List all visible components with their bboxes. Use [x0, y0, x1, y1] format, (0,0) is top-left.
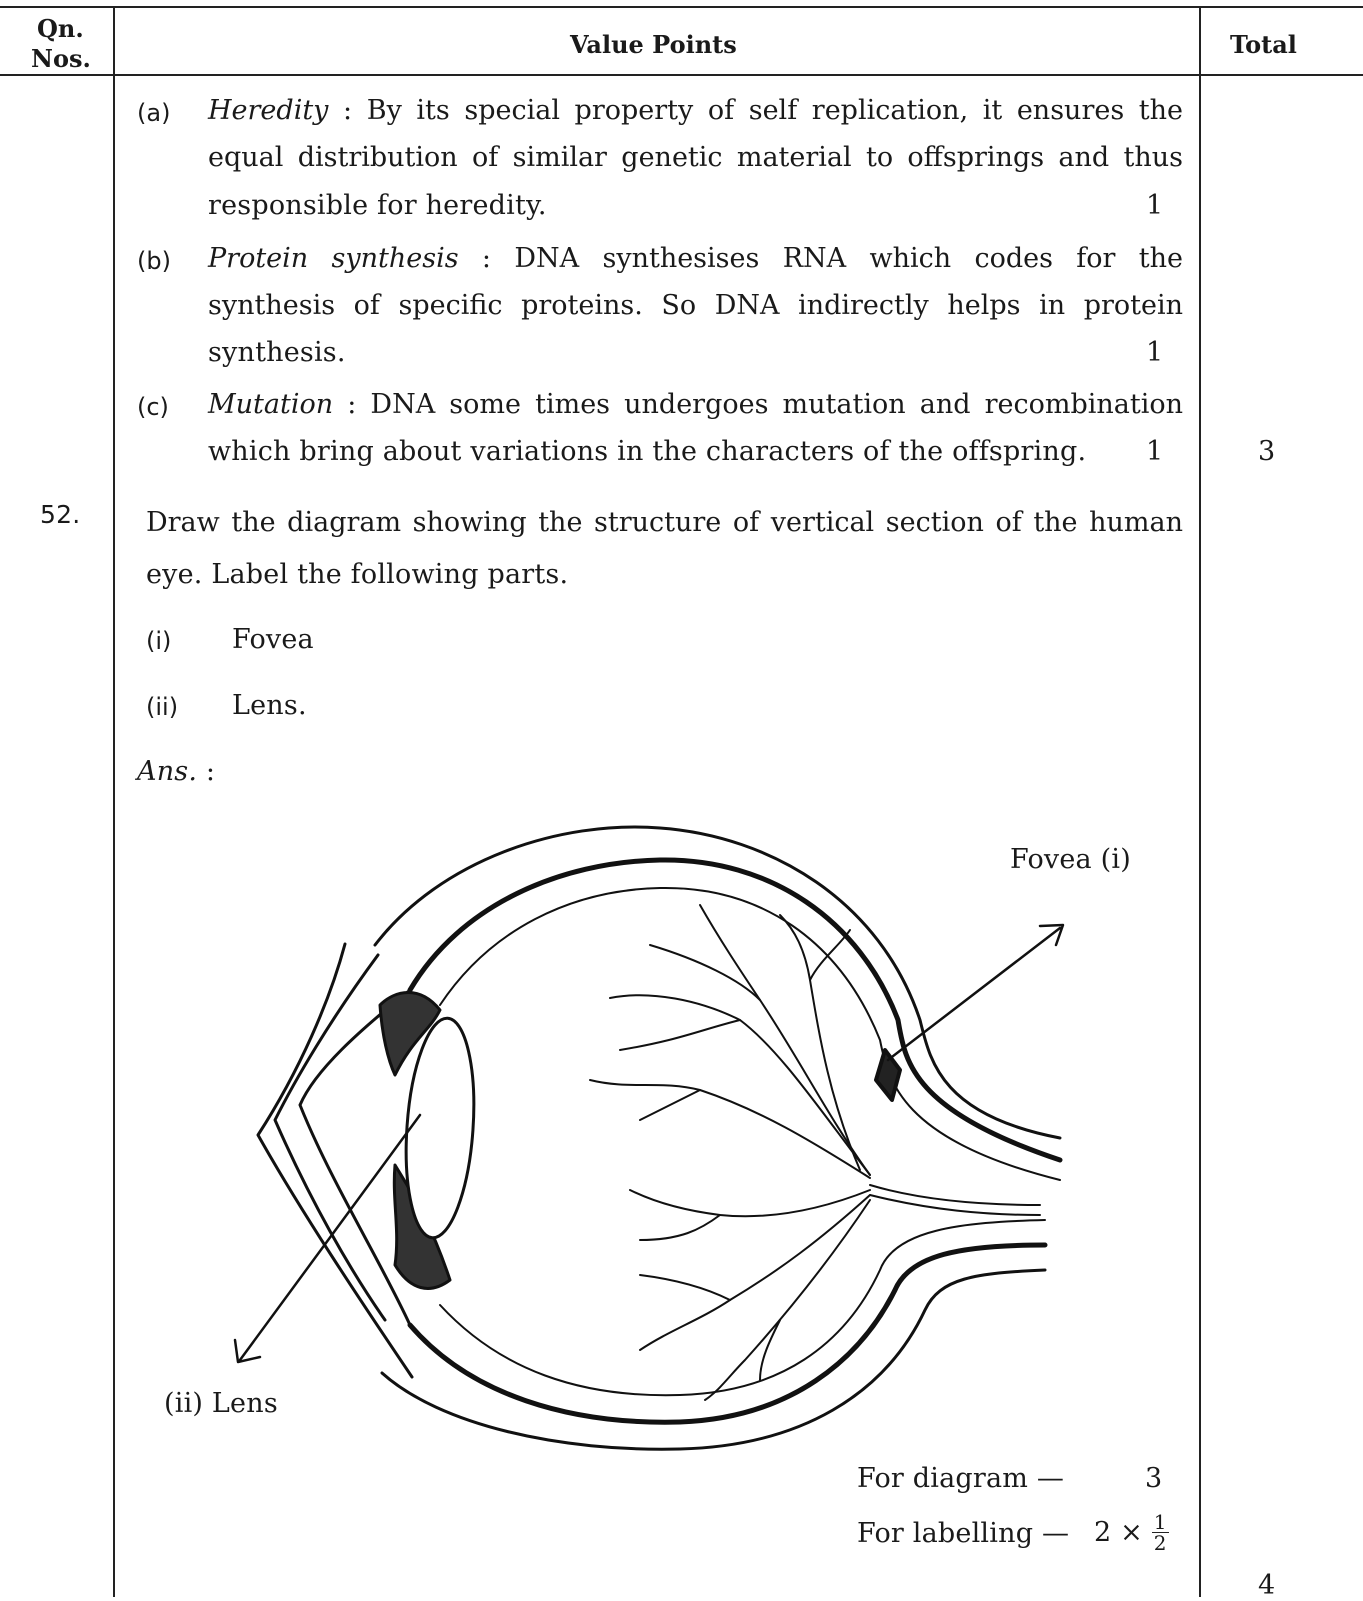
marking-fraction: 1 2: [1152, 1512, 1169, 1553]
sclera-outer-top: [375, 827, 1060, 1138]
retinal-vessels: [590, 905, 870, 1400]
marking-diagram-label: For diagram —: [857, 1463, 1064, 1494]
marking-labelling-value: 2 × 1 2: [1094, 1512, 1169, 1553]
question-total: 4: [1258, 1570, 1275, 1601]
choroid-bottom-inner: [440, 1220, 1045, 1395]
cornea-inner: [275, 955, 385, 1320]
fovea-notch: [876, 1050, 900, 1100]
marking-labelling-mult: 2 ×: [1094, 1517, 1143, 1548]
choroid-top-inner: [440, 888, 1060, 1180]
fraction-denominator: 2: [1152, 1533, 1169, 1553]
optic-nerve: [870, 1185, 1040, 1215]
marking-labelling-label: For labelling —: [857, 1518, 1069, 1549]
label-fovea: Fovea (i): [1010, 844, 1131, 875]
fraction-numerator: 1: [1152, 1512, 1169, 1533]
marking-diagram-mark: 3: [1145, 1463, 1162, 1494]
choroid-top: [410, 860, 1060, 1160]
choroid-bottom: [410, 1245, 1045, 1422]
label-lens: (ii) Lens: [164, 1388, 278, 1419]
sclera-outer: [382, 1270, 1045, 1449]
fovea-pointer-line: [888, 928, 1060, 1060]
